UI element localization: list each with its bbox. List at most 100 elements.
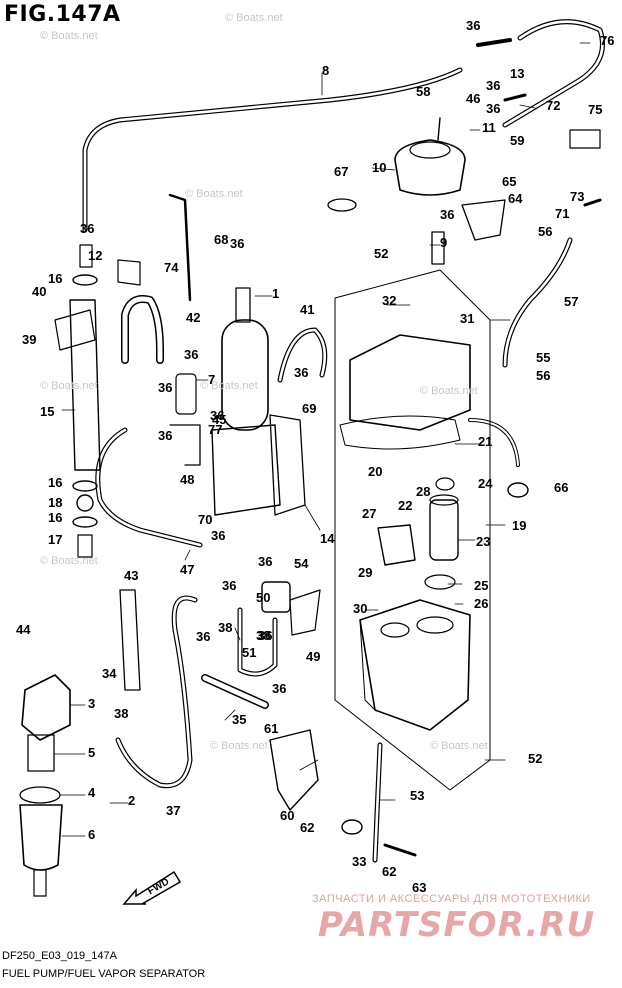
callout-36: 36 bbox=[158, 428, 172, 443]
callout-43: 43 bbox=[124, 568, 138, 583]
callout-71: 71 bbox=[555, 206, 569, 221]
callout-16: 16 bbox=[48, 271, 62, 286]
callout-36: 36 bbox=[294, 365, 308, 380]
callout-14: 14 bbox=[320, 531, 335, 546]
callout-38: 38 bbox=[256, 628, 270, 643]
callout-31: 31 bbox=[460, 311, 474, 326]
watermark: © Boats.net bbox=[225, 12, 283, 24]
pump-1 bbox=[221, 319, 269, 431]
callout-13: 13 bbox=[510, 66, 524, 81]
callout-36: 36 bbox=[211, 528, 225, 543]
callout-62: 62 bbox=[382, 864, 396, 879]
callout-32: 32 bbox=[382, 293, 396, 308]
bracket-60 bbox=[269, 729, 319, 811]
filter-element-5 bbox=[27, 734, 55, 772]
callout-74: 74 bbox=[164, 260, 179, 275]
watermark: © Boats.net bbox=[40, 555, 98, 567]
hose-47 bbox=[95, 427, 203, 548]
callout-40: 40 bbox=[32, 284, 46, 299]
fwd-arrow-icon: FWD bbox=[122, 870, 182, 905]
callout-65: 65 bbox=[502, 174, 516, 189]
regulator-10 bbox=[394, 139, 466, 196]
callout-39: 39 bbox=[22, 332, 36, 347]
callout-61: 61 bbox=[264, 721, 278, 736]
callout-62: 62 bbox=[300, 820, 314, 835]
callout-15: 15 bbox=[40, 404, 54, 419]
callout-66: 66 bbox=[554, 480, 568, 495]
callout-56: 56 bbox=[538, 224, 552, 239]
watermark: © Boats.net bbox=[200, 380, 258, 392]
callout-7: 7 bbox=[208, 372, 215, 387]
callout-21: 21 bbox=[478, 434, 492, 449]
callout-36: 36 bbox=[230, 236, 244, 251]
callout-9: 9 bbox=[440, 235, 447, 250]
callout-53: 53 bbox=[410, 788, 424, 803]
callout-36: 36 bbox=[258, 628, 272, 643]
callout-36: 36 bbox=[196, 629, 210, 644]
separator-bowl bbox=[359, 599, 471, 731]
callout-36: 36 bbox=[440, 207, 454, 222]
callout-12: 12 bbox=[88, 248, 102, 263]
callout-2: 2 bbox=[128, 793, 135, 808]
vapor-separator-bracket bbox=[334, 269, 491, 791]
callout-52: 52 bbox=[374, 246, 388, 261]
fuel-pump-23 bbox=[429, 499, 459, 561]
callout-17: 17 bbox=[48, 532, 62, 547]
callout-36: 36 bbox=[80, 221, 94, 236]
callout-54: 54 bbox=[294, 556, 309, 571]
figure-title: FIG.147A bbox=[4, 2, 121, 27]
callout-36: 36 bbox=[210, 408, 224, 423]
callout-22: 22 bbox=[398, 498, 412, 513]
filter-bowl-6 bbox=[19, 804, 63, 871]
callout-42: 42 bbox=[186, 310, 200, 325]
callout-36: 36 bbox=[486, 101, 500, 116]
callout-46: 46 bbox=[466, 91, 480, 106]
callout-56: 56 bbox=[536, 368, 550, 383]
callout-33: 33 bbox=[352, 854, 366, 869]
callout-36: 36 bbox=[272, 681, 286, 696]
callout-5: 5 bbox=[88, 745, 95, 760]
callout-11: 11 bbox=[482, 120, 496, 135]
callout-10: 10 bbox=[372, 160, 386, 175]
callout-28: 28 bbox=[416, 484, 430, 499]
callout-51: 51 bbox=[242, 645, 256, 660]
callout-30: 30 bbox=[353, 601, 367, 616]
watermark: © Boats.net bbox=[40, 30, 98, 42]
separator-top bbox=[349, 334, 471, 431]
callout-60: 60 bbox=[280, 808, 294, 823]
callout-75: 75 bbox=[588, 102, 602, 117]
callout-19: 19 bbox=[512, 518, 526, 533]
callout-70: 70 bbox=[198, 512, 212, 527]
callout-44: 44 bbox=[16, 622, 31, 637]
callout-4: 4 bbox=[88, 785, 96, 800]
callout-55: 55 bbox=[536, 350, 550, 365]
callout-36: 36 bbox=[486, 78, 500, 93]
callout-36: 36 bbox=[258, 554, 272, 569]
watermark: © Boats.net bbox=[40, 380, 98, 392]
watermark: © Boats.net bbox=[185, 188, 243, 200]
callout-63: 63 bbox=[412, 880, 426, 895]
callout-38: 38 bbox=[218, 620, 232, 635]
callout-50: 50 bbox=[256, 590, 270, 605]
callout-45: 45 bbox=[212, 412, 226, 427]
callout-41: 41 bbox=[300, 302, 314, 317]
vendor-logo: PARTSFOR.RU bbox=[318, 905, 596, 945]
callout-29: 29 bbox=[358, 565, 372, 580]
callout-16: 16 bbox=[48, 510, 62, 525]
callout-3: 3 bbox=[88, 696, 95, 711]
callout-1: 1 bbox=[272, 286, 279, 301]
callout-20: 20 bbox=[368, 464, 382, 479]
callout-48: 48 bbox=[180, 472, 194, 487]
watermark: © Boats.net bbox=[430, 740, 488, 752]
hose-8 bbox=[82, 67, 463, 233]
callout-36: 36 bbox=[222, 578, 236, 593]
callout-68: 68 bbox=[214, 232, 228, 247]
callout-77: 77 bbox=[208, 422, 222, 437]
callout-37: 37 bbox=[166, 803, 180, 818]
watermark: © Boats.net bbox=[420, 385, 478, 397]
callout-67: 67 bbox=[334, 164, 348, 179]
callout-16: 16 bbox=[48, 475, 62, 490]
callout-35: 35 bbox=[232, 712, 246, 727]
callout-69: 69 bbox=[302, 401, 316, 416]
